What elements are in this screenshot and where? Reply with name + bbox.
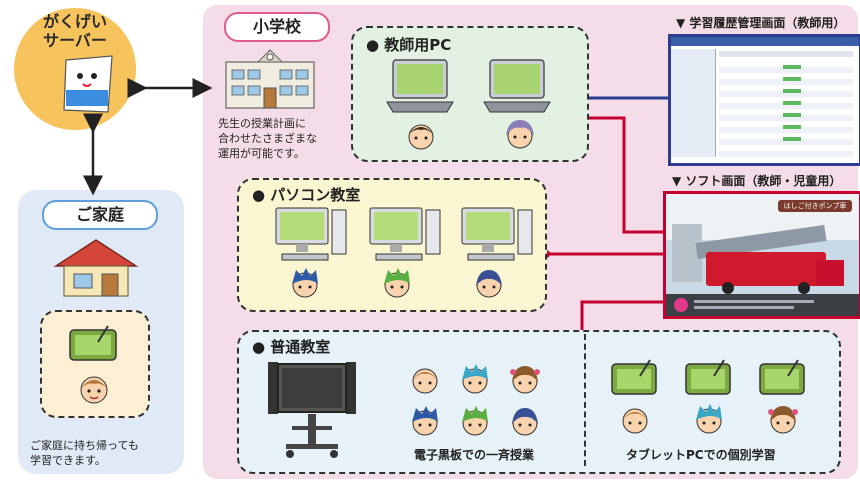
school-caption: 先生の授業計画に 合わせたさまざまな 運用が可能です。 (218, 116, 358, 161)
software-banner: はしご付きポンプ車 (778, 200, 852, 212)
software-screen-title: ▼ ソフト画面（教師・児童用） (672, 174, 842, 188)
teacher-pc-box (351, 26, 589, 162)
teacher-face-icon (506, 120, 534, 149)
student-face-icon (412, 368, 438, 394)
student-face-icon (384, 268, 410, 298)
server-title-line2: サーバー (43, 31, 107, 50)
classroom-title: ● 普通教室 (252, 338, 331, 356)
desktop-pc-icon (275, 207, 347, 261)
desktop-pc-icon (461, 207, 533, 261)
teacher-face-icon (408, 124, 434, 150)
student-face-icon (510, 366, 540, 394)
laptop-icon (483, 59, 551, 113)
student-face-icon (462, 364, 488, 394)
school-tag: 小学校 (224, 12, 330, 42)
school-caption-line1: 先生の授業計画に (218, 117, 306, 130)
student-face-icon (696, 404, 722, 434)
classroom-divider (584, 334, 586, 466)
school-caption-line3: 運用が可能です。 (218, 147, 305, 160)
tablet-icon (69, 325, 117, 361)
home-caption-line2: 学習できます。 (30, 454, 106, 467)
student-face-icon (412, 406, 438, 436)
teacher-pc-title: ● 教師用PC (366, 36, 452, 54)
history-screen-thumbnail (668, 34, 860, 166)
electronic-whiteboard-icon (268, 362, 356, 458)
student-face-icon (292, 268, 318, 298)
tablet-caption: タブレットPCでの個別学習 (626, 448, 776, 462)
school-caption-line2: 合わせたさまざまな (218, 132, 317, 145)
home-caption: ご家庭に持ち帰っても 学習できます。 (30, 438, 180, 468)
pc-room-title: ● パソコン教室 (252, 186, 361, 204)
desktop-pc-icon (369, 207, 441, 261)
server-title: がくげい サーバー (14, 12, 136, 50)
tablet-icon (685, 359, 731, 395)
server-title-line1: がくげい (42, 12, 107, 31)
student-face-icon (476, 270, 502, 298)
house-icon (53, 239, 139, 297)
student-face-icon (768, 406, 798, 434)
home-caption-line1: ご家庭に持ち帰っても (30, 439, 139, 452)
school-building-icon (225, 49, 315, 109)
home-tag: ご家庭 (42, 200, 158, 230)
software-screen-thumbnail: はしご付きポンプ車 (663, 191, 860, 319)
whiteboard-caption: 電子黒板での一斉授業 (414, 448, 535, 462)
student-face-icon (462, 406, 488, 436)
history-screen-title: ▼ 学習履歴管理画面（教師用） (676, 16, 846, 30)
student-face-icon (512, 408, 538, 436)
student-face-icon (622, 408, 648, 434)
server-mascot-icon (63, 55, 113, 113)
child-face-icon (80, 376, 108, 404)
tablet-icon (759, 359, 805, 395)
laptop-icon (386, 59, 454, 113)
tablet-icon (611, 359, 657, 395)
